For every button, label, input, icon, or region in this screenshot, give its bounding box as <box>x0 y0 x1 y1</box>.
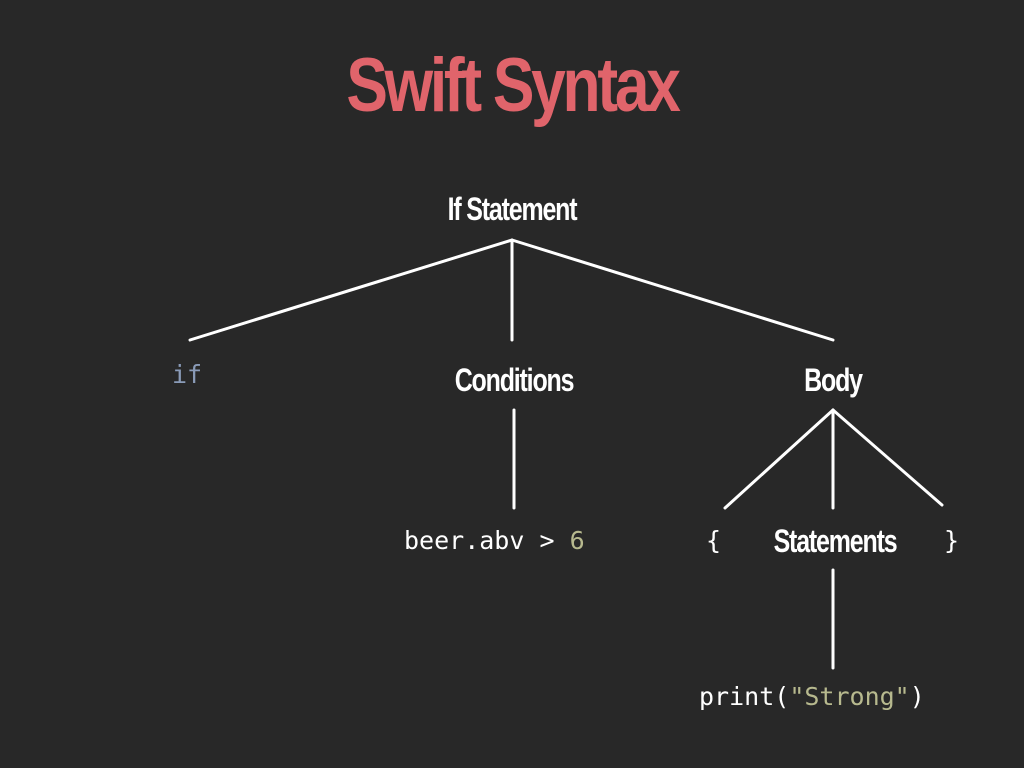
node-condition-expression: beer.abv > 6 <box>404 528 585 553</box>
node-statements: Statements <box>773 523 898 559</box>
node-print-statement: print("Strong") <box>699 684 925 709</box>
edge-body-to-close-brace <box>831 408 944 507</box>
node-open-brace: { <box>706 526 722 555</box>
print-argument: "Strong" <box>789 682 910 711</box>
node-if-keyword: if <box>172 360 203 389</box>
slide-title: Swift Syntax <box>346 43 680 128</box>
node-close-brace: } <box>944 526 960 555</box>
print-close-paren: ) <box>909 682 925 711</box>
node-body: Body <box>804 362 863 398</box>
edge-root-to-body <box>510 238 835 342</box>
condition-operator: > <box>539 526 555 555</box>
condition-rhs: 6 <box>569 526 585 555</box>
print-function: print( <box>699 682 790 711</box>
edge-body-to-open-brace <box>723 408 835 510</box>
condition-lhs: beer.abv <box>404 526 525 555</box>
edge-root-to-if <box>188 238 514 342</box>
node-conditions: Conditions <box>454 362 575 398</box>
node-if-statement: If Statement <box>447 191 578 227</box>
